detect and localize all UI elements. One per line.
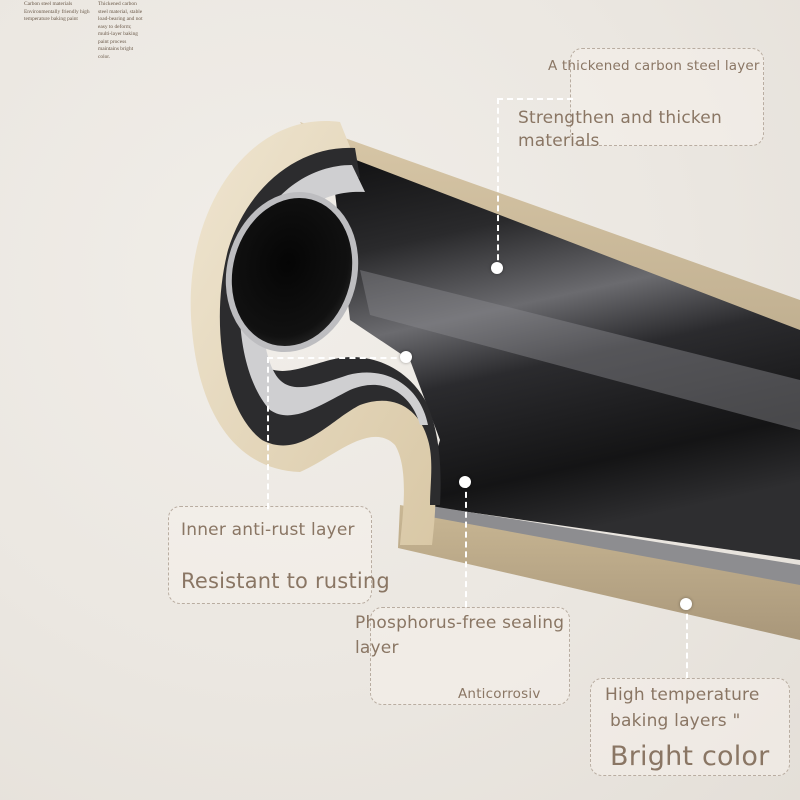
top-note-line: Carbon steel materials: [24, 1, 73, 7]
callout-carbon-steel-detail: materials: [518, 131, 600, 151]
leader-dot-carbon: [491, 262, 503, 274]
top-note-line: maintains bright: [98, 46, 134, 52]
callout-baking-title: High temperature: [605, 685, 760, 705]
top-note-line: Environmentally friendly high: [24, 8, 90, 15]
callout-sealing-title: Phosphorus-free sealing: [355, 613, 565, 633]
tube-body: [330, 150, 800, 560]
top-note-line: easy to deform;: [98, 23, 132, 30]
leader-dot-rust: [400, 351, 412, 363]
leader-line-sealing: [465, 482, 467, 607]
top-note-line: color.: [98, 53, 111, 60]
callout-baking-detail: Bright color: [610, 741, 770, 772]
callout-carbon-steel-detail: Strengthen and thicken: [518, 108, 722, 128]
top-note-col1: Carbon steel materials Environmentally f…: [24, 1, 96, 24]
top-note-line: load-bearing and not: [98, 16, 143, 22]
callout-sealing-title: layer: [355, 638, 399, 658]
top-note-col2: Thickened carbon steel material, stable …: [98, 1, 158, 61]
callout-anti-rust-detail: Resistant to rusting: [181, 569, 390, 593]
leader-dot-sealing: [459, 476, 471, 488]
tube-end-layers: [219, 147, 441, 505]
tube-inner-hole: [228, 194, 356, 350]
callout-baking-title: baking layers ": [610, 711, 741, 731]
top-note-line: paint process: [98, 38, 127, 45]
leader-line-baking: [686, 604, 688, 678]
callout-baking-box: [590, 678, 790, 776]
top-note-line: temperature baking paint: [24, 16, 78, 22]
callout-anti-rust-title: Inner anti-rust layer: [181, 520, 355, 540]
top-note-line: steel material, stable: [98, 8, 143, 15]
top-note-line: multi-layer baking: [98, 31, 138, 37]
leader-line-rust: [267, 357, 407, 509]
callout-anti-rust-box: [168, 506, 372, 604]
tube-bottom-flange: [398, 505, 800, 640]
tube-end-cream: [190, 121, 436, 545]
callout-carbon-steel-title: A thickened carbon steel layer: [548, 58, 760, 74]
callout-carbon-steel-box: [570, 48, 764, 146]
leader-dot-baking: [680, 598, 692, 610]
callout-sealing-detail: Anticorrosiv: [458, 686, 541, 702]
top-note-line: Thickened carbon: [98, 1, 137, 7]
callout-sealing-box: [370, 607, 570, 705]
leader-line-carbon: [497, 98, 573, 270]
